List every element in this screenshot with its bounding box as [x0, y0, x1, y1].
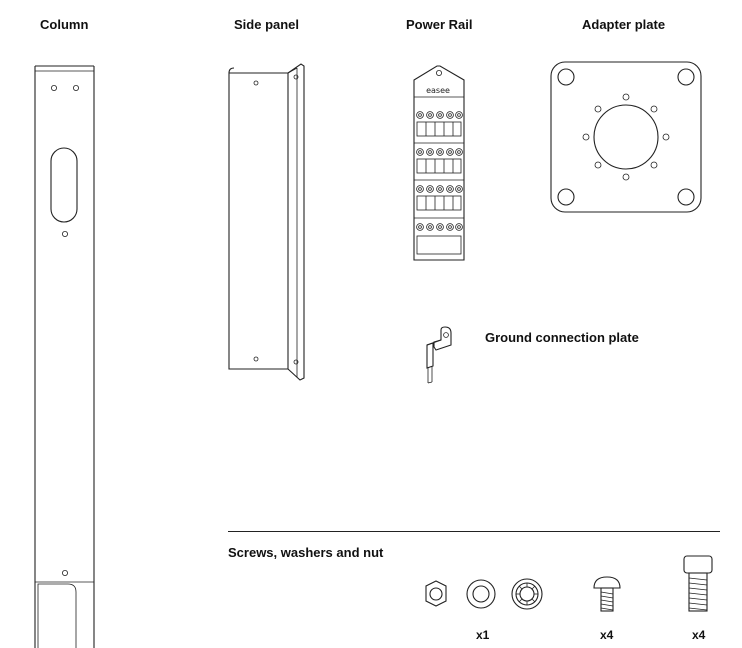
cap-screws-count: x4 — [692, 628, 706, 642]
side-panel-drawing — [228, 63, 305, 381]
ground-plate-title: Ground connection plate — [485, 330, 639, 345]
lock-washer-drawing — [511, 578, 543, 610]
socket-cap-screw-drawing — [683, 555, 713, 612]
column-title: Column — [40, 17, 89, 32]
button-head-screw-drawing — [593, 576, 621, 612]
button-screws-count: x4 — [600, 628, 614, 642]
side-panel-title: Side panel — [234, 17, 300, 32]
flat-washer-drawing — [466, 579, 496, 609]
power-rail-title: Power Rail — [406, 17, 473, 32]
adapter-plate-title: Adapter plate — [582, 17, 666, 32]
washers-count: x1 — [476, 628, 490, 642]
ground-plate-drawing — [426, 326, 452, 384]
brand-mark: easee — [426, 86, 450, 95]
screws-section-title: Screws, washers and nut — [228, 545, 384, 560]
column-drawing — [34, 65, 95, 648]
hex-nut-drawing — [425, 580, 447, 607]
power-rail-drawing: easee — [413, 65, 465, 261]
adapter-plate-drawing — [550, 61, 702, 213]
section-divider — [228, 531, 720, 532]
